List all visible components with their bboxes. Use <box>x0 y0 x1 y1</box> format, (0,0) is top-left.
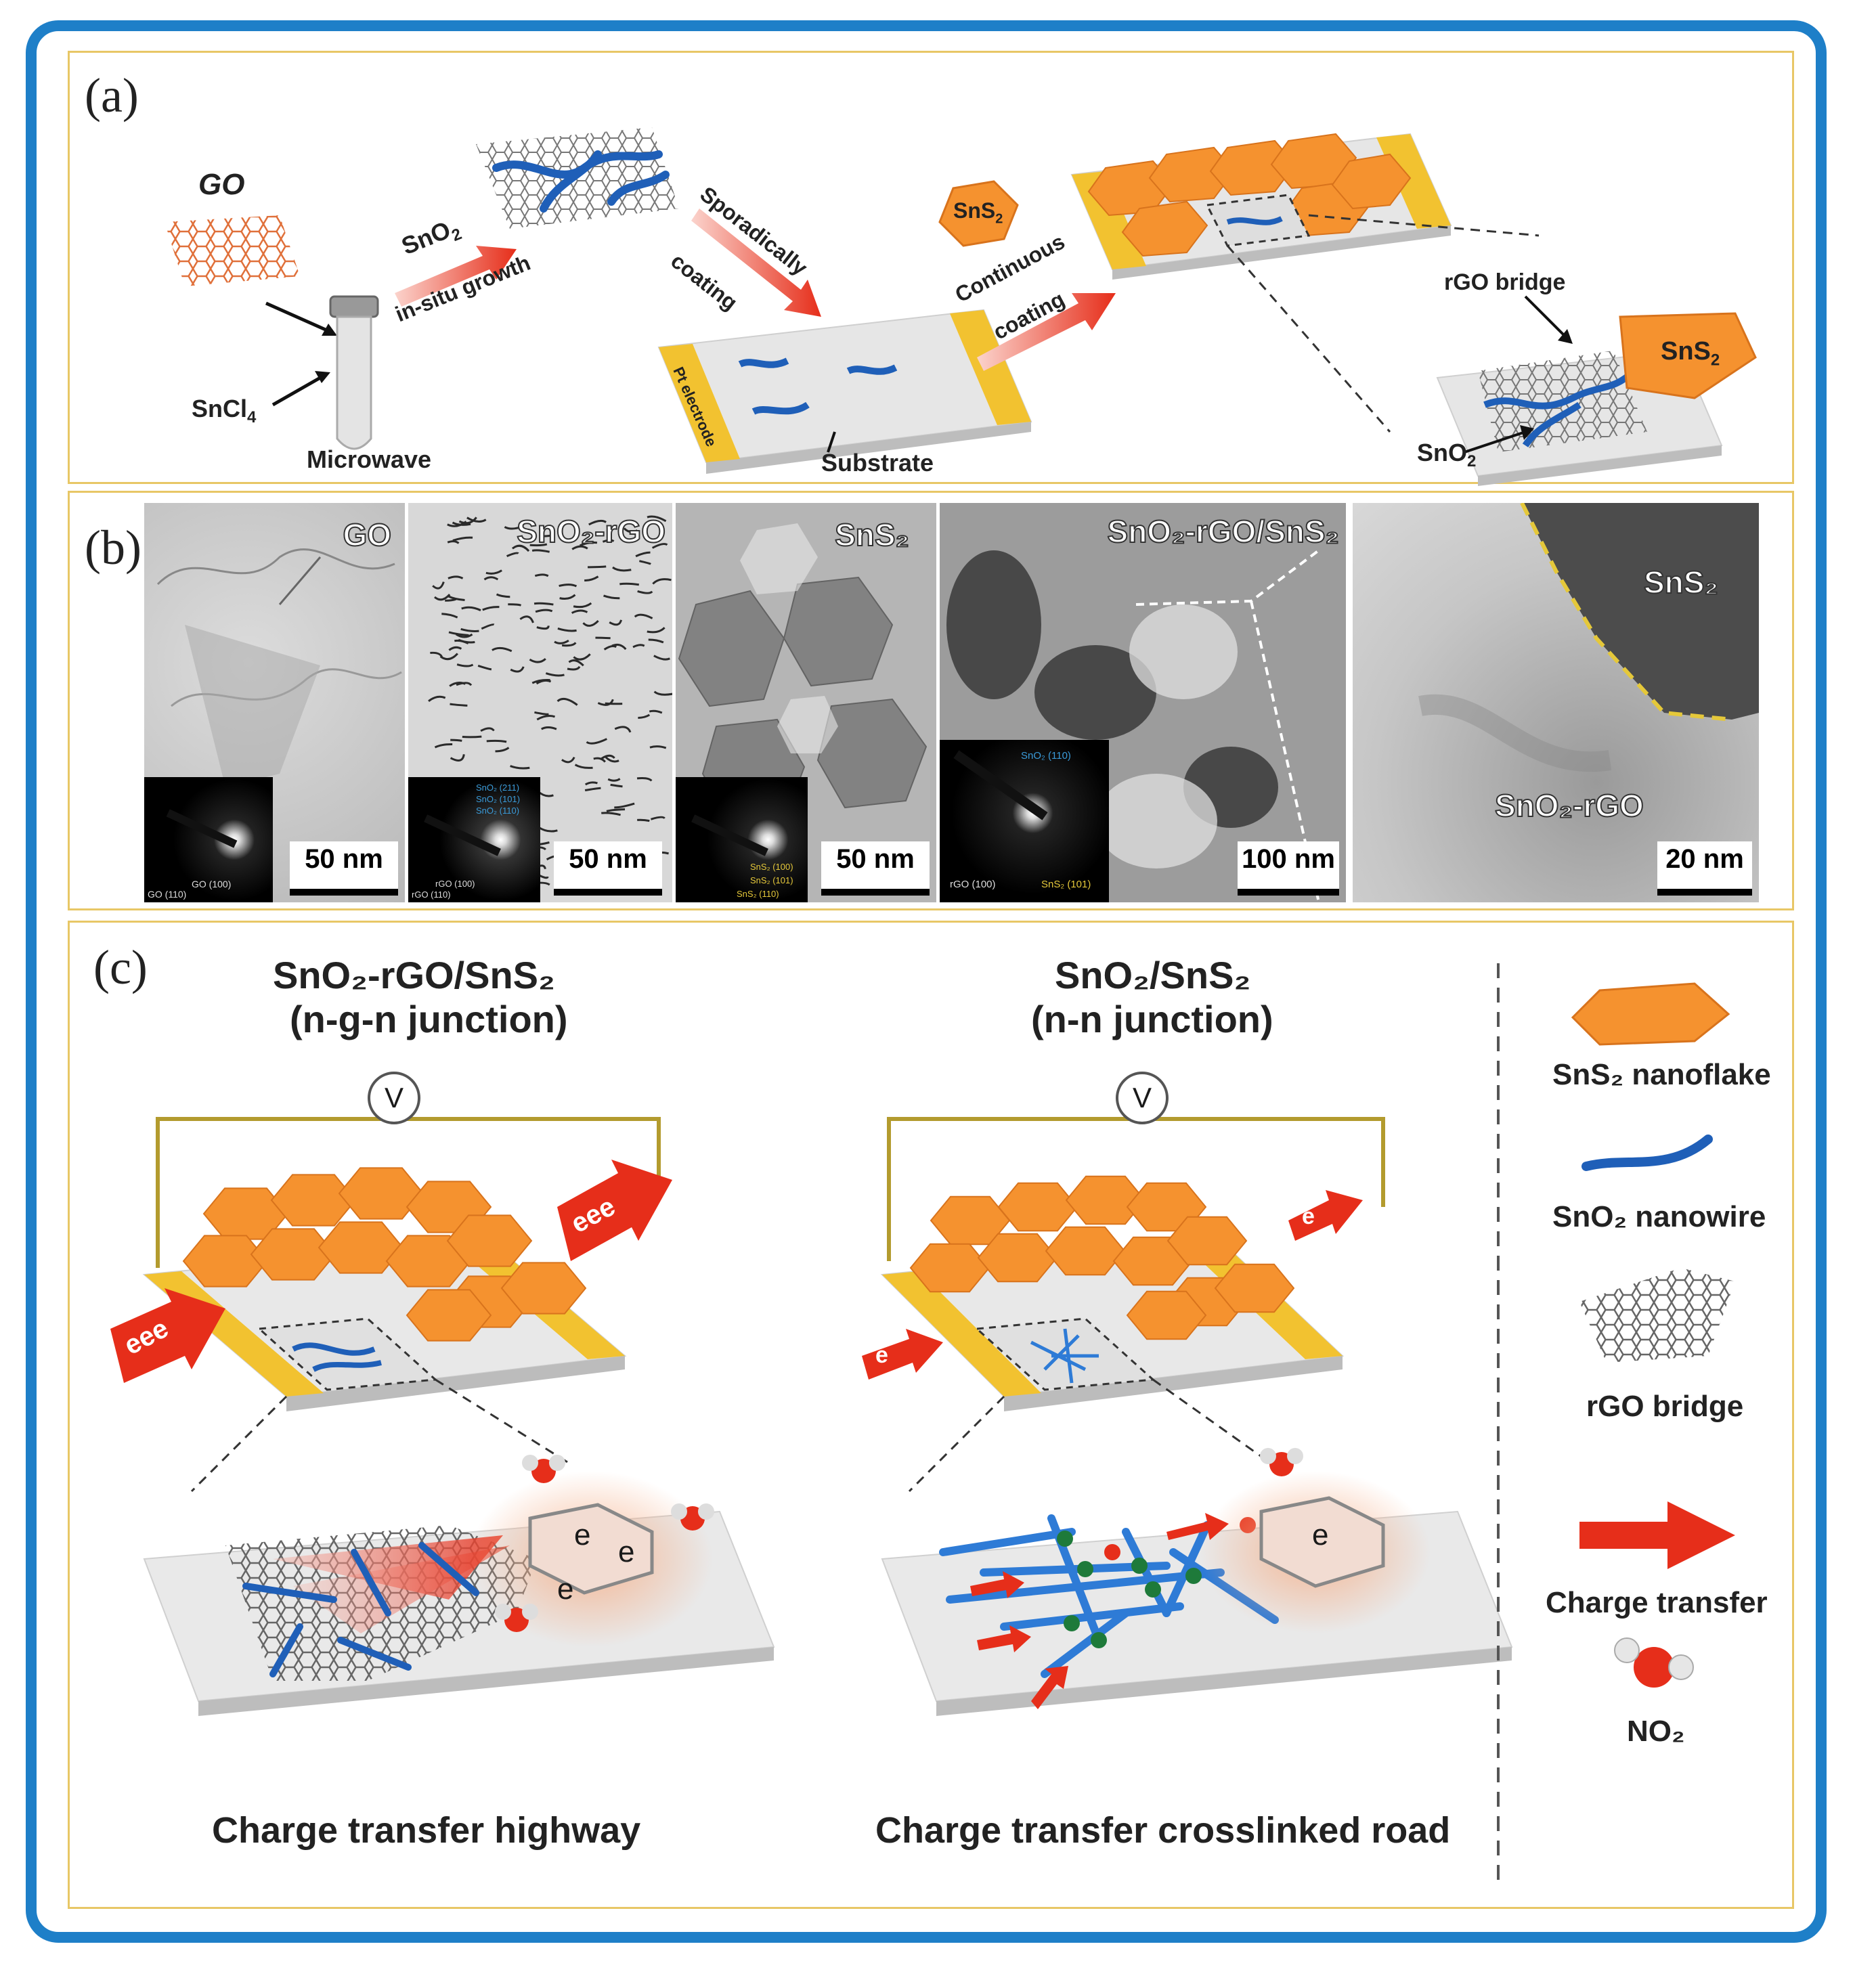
saed-inset-composite: SnO₂ (110) rGO (100) SnS₂ (101) <box>940 740 1109 902</box>
sncl4-sub: 4 <box>247 408 257 427</box>
saed-inset-sno2-rgo: SnO₂ (211) SnO₂ (101) SnO₂ (110) rGO (10… <box>408 777 540 902</box>
microwave-tube <box>329 295 379 318</box>
substrate-label: Substrate <box>821 449 934 477</box>
saed-label-go-110: GO (110) <box>148 889 187 900</box>
tem-image-composite: SnO₂-rGO/SnS₂ SnO₂ (110) rGO (100) SnS₂ … <box>940 503 1346 902</box>
sns2-badge <box>938 180 1019 247</box>
legend-label-no2: NO₂ <box>1627 1715 1685 1748</box>
voltmeter-left-label: V <box>384 1082 403 1114</box>
scale-bar-sno2-rgo: 50 nm <box>554 841 662 896</box>
left-out-arrow <box>110 1288 225 1383</box>
electron-label-3: e <box>557 1572 574 1606</box>
tem-title-go: GO <box>342 516 392 553</box>
panel-a-schematic <box>165 127 1757 486</box>
saed-label-sns2-110: SnS₂ (110) <box>737 889 779 899</box>
go-label: GO <box>198 168 245 201</box>
scale-bar-composite: 100 nm <box>1238 841 1339 896</box>
legend-nanowire-icon <box>1581 1135 1713 1171</box>
left-title: SnO₂-rGO/SnS₂ <box>273 954 555 996</box>
sns2-badge-sub: 2 <box>995 211 1003 227</box>
sns2-badge-label: SnS2 <box>953 198 1003 227</box>
tem-image-sns2: SnS₂ SnS₂ (100) SnS₂ (101) SnS₂ (110) 50… <box>676 503 936 902</box>
growth-arrow <box>395 246 517 307</box>
panel-c-schematic <box>110 963 1735 1884</box>
saed-label-sno2-211: SnO₂ (211) <box>476 783 520 793</box>
legend-label-sns2-nanoflake: SnS₂ nanoflake <box>1552 1058 1771 1091</box>
electron-label-1: e <box>574 1518 591 1552</box>
legend-honeycomb-icon <box>1579 1268 1735 1363</box>
tem-title-sno2-rgo: SnO₂-rGO <box>516 513 666 550</box>
panel-a-label: (a) <box>85 68 139 123</box>
saed-label-go-100: GO (100) <box>192 879 232 889</box>
scale-label-sno2-rgo: 50 nm <box>569 844 647 874</box>
sns2-flake <box>1619 312 1757 399</box>
legend-label-sno2-nanowire: SnO₂ nanowire <box>1552 1200 1766 1233</box>
sno2-label-text: SnO <box>1417 439 1468 466</box>
pt-electrode <box>659 344 740 462</box>
legend-label-rgo-bridge: rGO bridge <box>1586 1390 1744 1423</box>
scale-label-go: 50 nm <box>305 844 383 874</box>
go-sheet <box>165 215 300 286</box>
legend-label-charge-transfer: Charge transfer <box>1546 1586 1768 1619</box>
saed-inset-sns2: SnS₂ (100) SnS₂ (101) SnS₂ (110) <box>676 777 808 902</box>
scale-label-hrtem: 20 nm <box>1665 844 1744 874</box>
scale-label-composite: 100 nm <box>1242 844 1335 874</box>
sns2-flake-sub: 2 <box>1710 351 1720 370</box>
tem-subtitle-hrtem-sno2-rgo: SnO₂-rGO <box>1494 787 1644 824</box>
saed-label-composite-rgo-100: rGO (100) <box>950 879 996 890</box>
right-caption: Charge transfer crosslinked road <box>875 1810 1451 1851</box>
panel-c: (c) <box>68 921 1794 1909</box>
panel-c-label: (c) <box>93 940 148 994</box>
sncl4-text: SnCl <box>192 395 248 422</box>
saed-label-sno2-101: SnO₂ (101) <box>476 794 521 804</box>
sno2-label: SnO2 <box>1417 439 1476 471</box>
right-subtitle: (n-n junction) <box>1031 998 1273 1040</box>
saed-label-sns2-101: SnS₂ (101) <box>750 875 793 885</box>
go-sheet-texture <box>156 548 402 787</box>
legend-arrow-icon <box>1579 1501 1735 1569</box>
e-left-electrode: e <box>875 1342 888 1368</box>
tem-title-composite: SnO₂-rGO/SnS₂ <box>1107 513 1340 550</box>
hrtem-texture <box>1418 503 1759 772</box>
sno2-label-sub: 2 <box>1467 452 1477 471</box>
scale-label-sns2: 50 nm <box>836 844 915 874</box>
scale-bar-sns2: 50 nm <box>821 841 930 896</box>
panel-b-label: (b) <box>85 521 141 575</box>
left-caption: Charge transfer highway <box>212 1810 641 1851</box>
tem-image-go: GO GO (100) GO (110) 50 nm <box>144 503 405 902</box>
scale-bar-hrtem: 20 nm <box>1657 841 1752 896</box>
saed-label-sno2-110: SnO₂ (110) <box>476 806 520 816</box>
hexagon-texture <box>678 523 928 826</box>
tem-title-sns2: SnS₂ <box>834 516 910 553</box>
right-out-arrow <box>557 1160 672 1261</box>
tem-title-hrtem-sns2: SnS₂ <box>1643 564 1719 600</box>
saed-label-composite-sns2-101: SnS₂ (101) <box>1041 879 1091 890</box>
saed-label-sns2-100: SnS₂ (100) <box>750 862 793 872</box>
panel-a: (a) <box>68 51 1794 486</box>
scale-bar-go: 50 nm <box>290 841 398 896</box>
voltmeter-right: V <box>1116 1072 1169 1124</box>
saed-label-rgo-100: rGO (100) <box>435 879 475 889</box>
saed-label-rgo-110: rGO (110) <box>412 889 451 900</box>
electron-label-4: e <box>1312 1518 1329 1552</box>
right-title: SnO₂/SnS₂ <box>1055 954 1251 996</box>
electron-label-2: e <box>618 1535 635 1568</box>
rgo-bridge-label: rGO bridge <box>1444 269 1566 295</box>
saed-label-composite-sno2-110: SnO₂ (110) <box>1021 750 1071 762</box>
e-right-electrode: e <box>1302 1204 1315 1229</box>
tem-image-hrtem: SnS₂ SnO₂-rGO 20 nm <box>1353 503 1759 902</box>
panel-b: (b) GO GO (100) GO (110) 50 nm SnO₂-rGO … <box>68 491 1794 910</box>
voltmeter-left: V <box>368 1072 420 1124</box>
figure-frame <box>26 20 1827 1943</box>
sns2-badge-text: SnS <box>953 198 996 223</box>
saed-inset-go: GO (100) GO (110) <box>144 777 273 902</box>
microwave-label: Microwave <box>307 445 432 473</box>
voltmeter-right-label: V <box>1132 1082 1152 1114</box>
sns2-flake-label: SnS2 <box>1661 337 1720 370</box>
sncl4-label: SnCl4 <box>192 395 256 427</box>
legend-hexagon-icon <box>1571 982 1730 1046</box>
left-subtitle: (n-g-n junction) <box>290 998 568 1040</box>
sns2-flake-text: SnS <box>1661 337 1711 366</box>
tem-image-sno2-rgo: SnO₂-rGO SnO₂ (211) SnO₂ (101) SnO₂ (110… <box>408 503 672 902</box>
